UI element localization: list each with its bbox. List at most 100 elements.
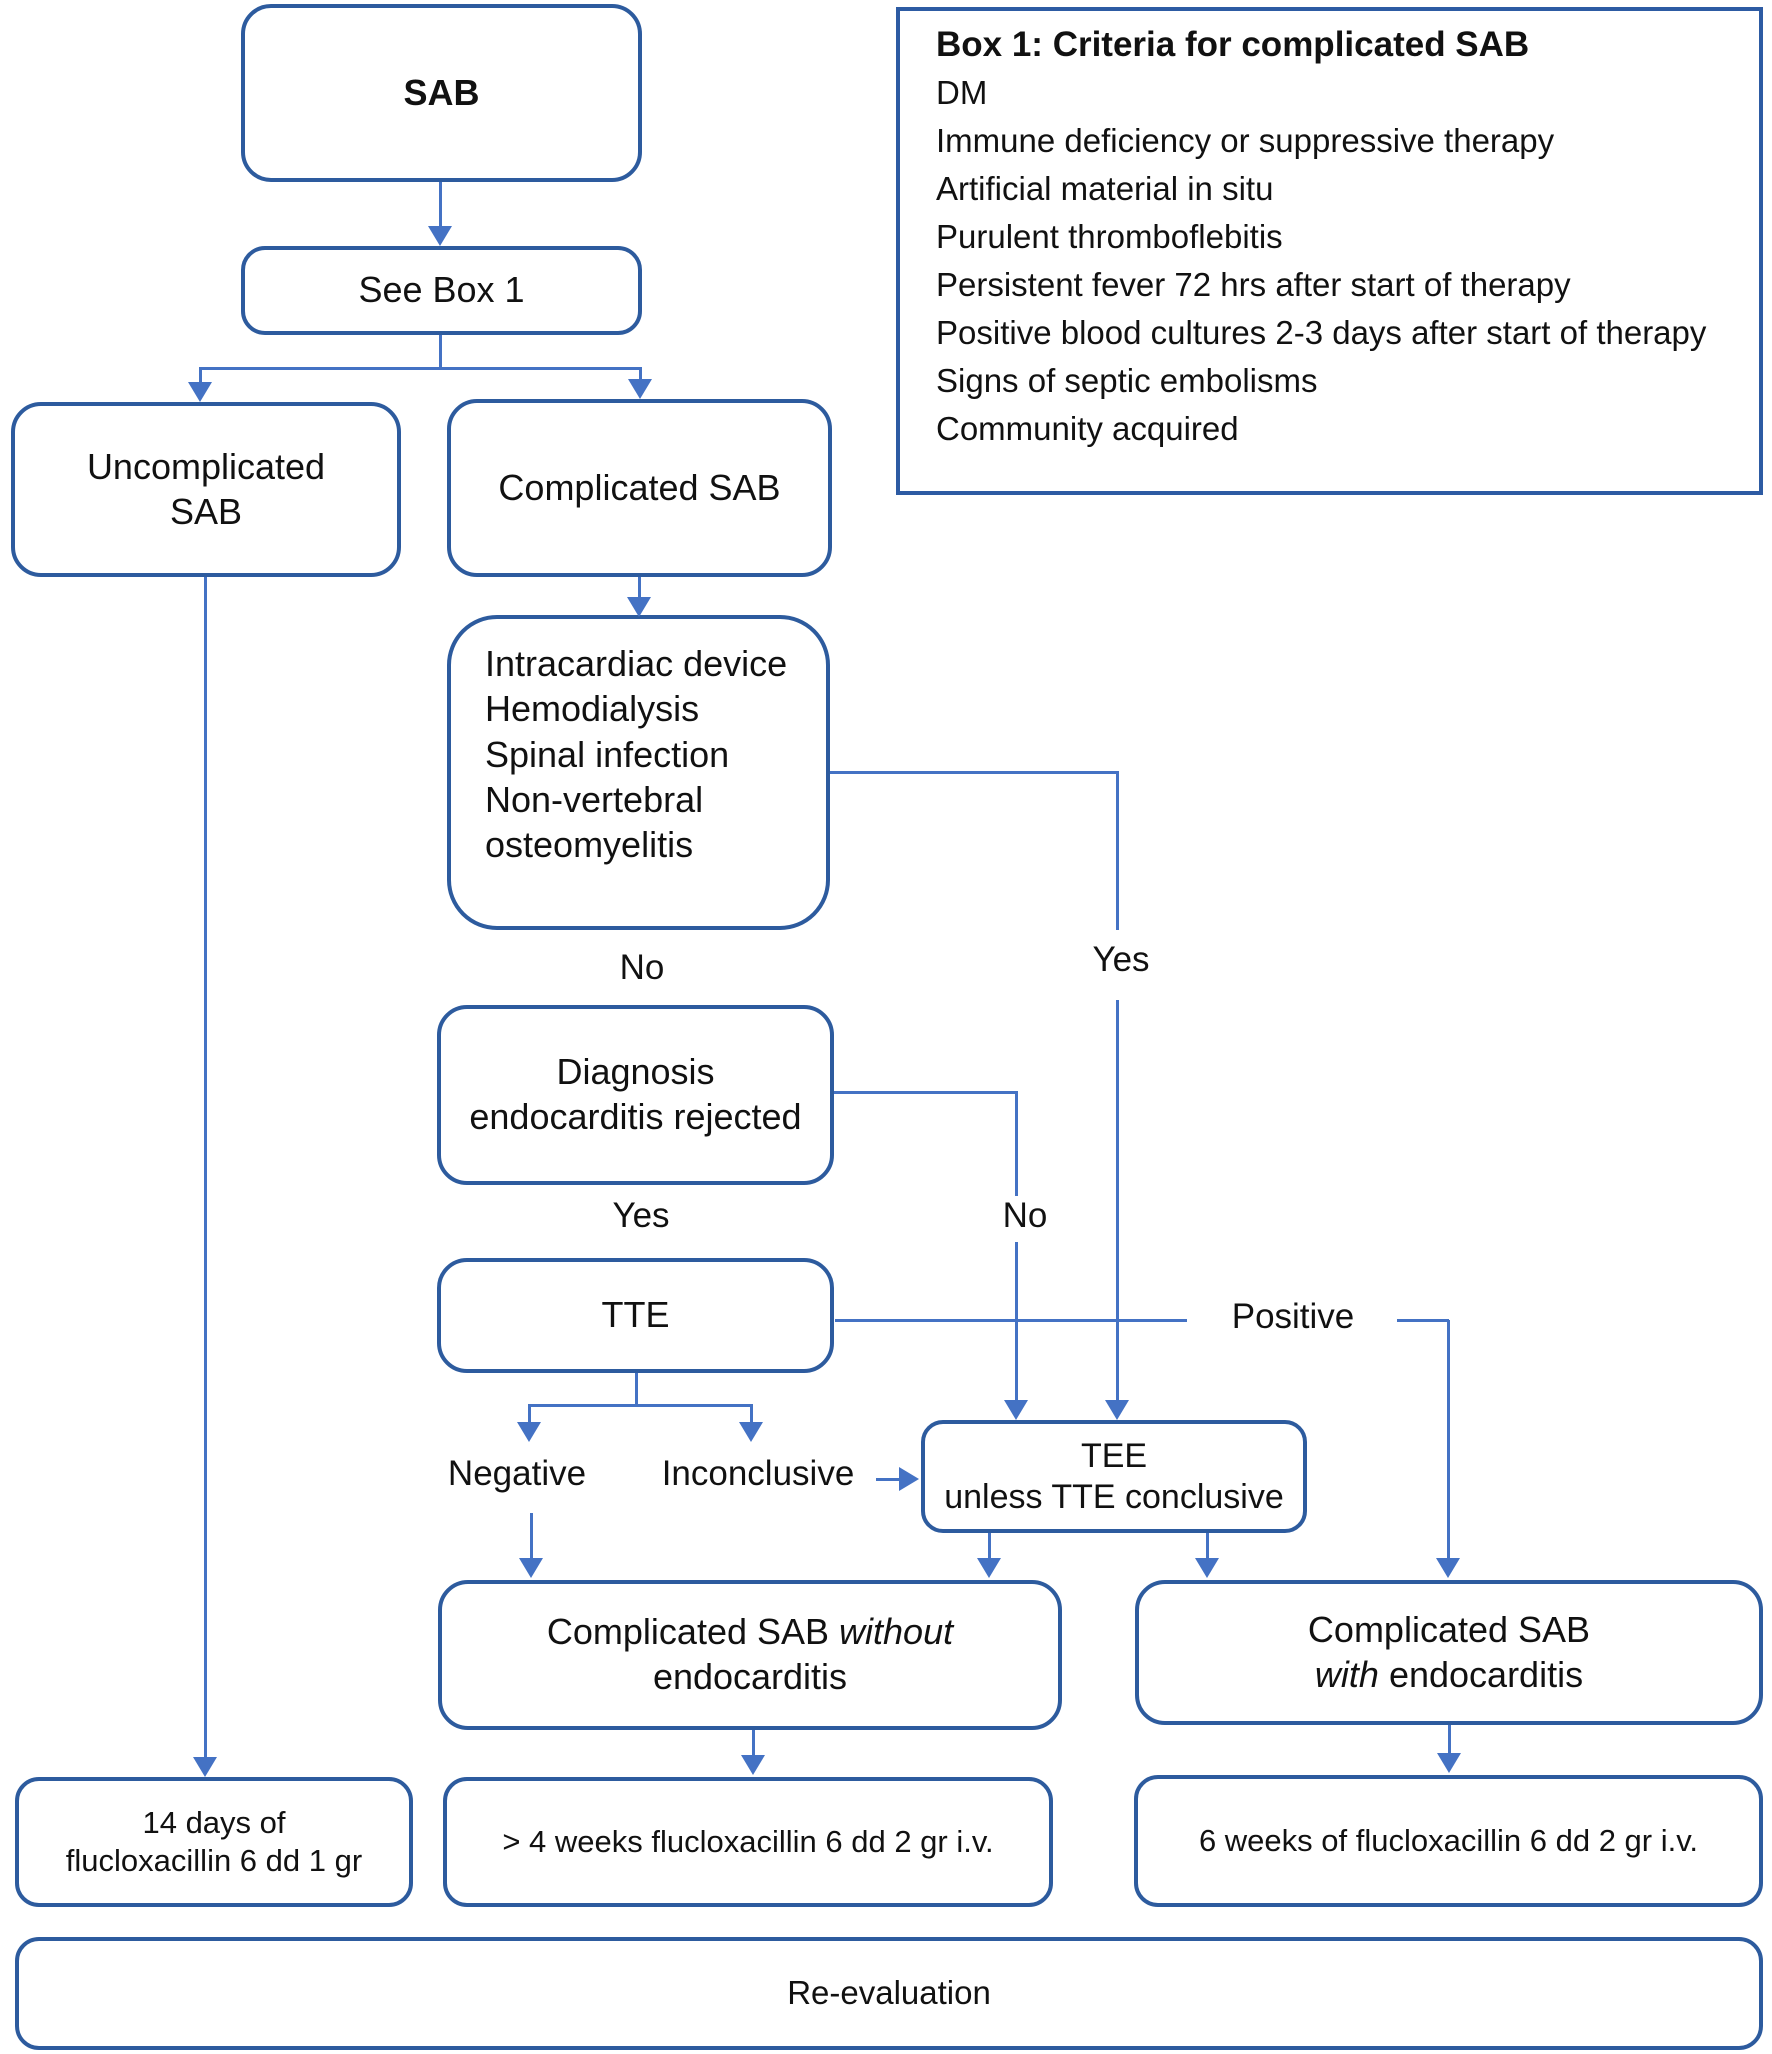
diagnosis-rejected-node: Diagnosis endocarditis rejected (437, 1005, 834, 1185)
label-no-2: No (966, 1196, 1084, 1236)
arrowhead-risk-top (627, 597, 651, 617)
diagnosis-line2: endocarditis rejected (469, 1096, 802, 1137)
arrowhead-tee-left (899, 1467, 919, 1491)
connector-complicated-risk (638, 577, 641, 597)
connector-tee-without (988, 1533, 991, 1559)
arrowhead-tee-top-left (1004, 1400, 1028, 1420)
box1-item: Positive blood cultures 2-3 days after s… (936, 314, 1707, 351)
connector-no-vertical-b (1015, 1242, 1018, 1402)
connector-split-left (199, 367, 202, 384)
treat14-line1: 14 days of (142, 1804, 286, 1840)
risk-line: Spinal infection (485, 733, 730, 775)
reevaluation-node: Re-evaluation (15, 1937, 1763, 2050)
risk-line: Hemodialysis (485, 688, 700, 730)
treatment-6-weeks-node: 6 weeks of flucloxacillin 6 dd 2 gr i.v. (1134, 1775, 1763, 1907)
uncomplicated-sab-node: Uncomplicated SAB (11, 402, 401, 577)
label-negative: Negative (413, 1454, 621, 1494)
arrowhead-with-top-left (1195, 1558, 1219, 1578)
box1-item: Signs of septic embolisms (936, 362, 1318, 399)
connector-tte-split-bar (529, 1404, 752, 1407)
sab-with-endocarditis-node: Complicated SAB with endocarditis (1135, 1580, 1763, 1725)
label-no-1: No (588, 948, 696, 988)
label-yes-2: Yes (577, 1196, 705, 1236)
with-line2-text: endocarditis (1378, 1653, 1584, 1695)
arrowhead-without-top-left (519, 1558, 543, 1578)
reevaluation-label: Re-evaluation (787, 1974, 991, 2012)
treat4w-label: > 4 weeks flucloxacillin 6 dd 2 gr i.v. (502, 1823, 994, 1859)
uncomplicated-line2: SAB (169, 490, 243, 532)
connector-seebox-stub (439, 335, 442, 369)
label-positive: Positive (1189, 1297, 1397, 1337)
arrowhead-with-top-right (1436, 1558, 1460, 1578)
arrowhead-seebox-top (428, 226, 452, 246)
arrowhead-without-top-right (977, 1558, 1001, 1578)
treat14-line2: flucloxacillin 6 dd 1 gr (65, 1843, 363, 1878)
sab-label: SAB (403, 71, 480, 113)
connector-uncomplicated-treat14 (204, 577, 207, 1757)
tee-line2: unless TTE conclusive (944, 1477, 1284, 1516)
box1-panel: Box 1: Criteria for complicated SAB DM I… (896, 7, 1763, 495)
label-yes-1: Yes (1057, 940, 1185, 980)
diagnosis-line1: Diagnosis (556, 1051, 715, 1093)
box1-item: DM (936, 74, 988, 111)
connector-tte-stub (635, 1373, 638, 1406)
connector-with-treat6w (1448, 1725, 1451, 1753)
with-line2: with endocarditis (1315, 1653, 1583, 1698)
box1-item: Community acquired (936, 410, 1239, 447)
arrowhead-uncomplicated-top (188, 382, 212, 402)
connector-without-treat4w (752, 1730, 755, 1755)
see-box1-label: See Box 1 (358, 269, 525, 311)
risk-line: Intracardiac device (485, 643, 788, 684)
with-line1: Complicated SAB (1307, 1608, 1591, 1650)
complicated-label: Complicated SAB (498, 466, 781, 508)
sab-node: SAB (241, 4, 642, 182)
with-italic: with (1314, 1653, 1379, 1695)
see-box1-node: See Box 1 (241, 246, 642, 335)
risk-line: osteomyelitis (485, 824, 694, 866)
box1-item: Persistent fever 72 hrs after start of t… (936, 266, 1571, 303)
treatment-4-weeks-node: > 4 weeks flucloxacillin 6 dd 2 gr i.v. (443, 1777, 1053, 1907)
connector-negative-without (530, 1513, 533, 1559)
connector-split-bar (200, 367, 642, 370)
connector-yes-horizontal (830, 771, 1119, 774)
box1-title: Box 1: Criteria for complicated SAB (936, 25, 1530, 64)
connector-sab-seebox (439, 182, 442, 228)
without-line2: endocarditis (652, 1656, 848, 1697)
arrowhead-treat4w-top (741, 1755, 765, 1775)
arrowhead-complicated-top (628, 379, 652, 399)
connector-tte-split-left (528, 1404, 531, 1423)
connector-no-horizontal (834, 1091, 1018, 1094)
connector-positive-vertical (1447, 1320, 1450, 1558)
connector-positive-horizontal-a (835, 1319, 1187, 1322)
treatment-14-days-node: 14 days of flucloxacillin 6 dd 1 gr (15, 1777, 413, 1907)
treat6w-label: 6 weeks of flucloxacillin 6 dd 2 gr i.v. (1198, 1822, 1699, 1858)
arrowhead-negative (517, 1422, 541, 1442)
connector-tee-with (1206, 1533, 1209, 1559)
tte-label: TTE (601, 1294, 670, 1336)
tte-node: TTE (437, 1258, 834, 1373)
connector-inconclusive-tee (876, 1478, 901, 1481)
box1-item: Purulent thromboflebitis (936, 218, 1283, 255)
uncomplicated-line1: Uncomplicated (86, 445, 326, 487)
arrowhead-tee-top-right (1105, 1400, 1129, 1420)
connector-positive-horizontal-b (1392, 1319, 1449, 1322)
arrowhead-treat14-top (193, 1757, 217, 1777)
complicated-sab-node: Complicated SAB (447, 399, 832, 577)
arrowhead-inconclusive (739, 1422, 763, 1442)
box1-item: Immune deficiency or suppressive therapy (936, 122, 1555, 159)
risk-factors-node: Intracardiac device Hemodialysis Spinal … (447, 615, 830, 930)
connector-yes-vertical-a (1116, 772, 1119, 930)
connector-split-right (639, 367, 642, 381)
connector-tte-split-right (750, 1404, 753, 1423)
arrowhead-treat6w-top (1437, 1753, 1461, 1773)
connector-yes-vertical-b (1116, 1000, 1119, 1402)
box1-item: Artificial material in situ (936, 170, 1274, 207)
tee-node: TEE unless TTE conclusive (921, 1420, 1307, 1533)
without-italic: without (839, 1611, 954, 1653)
tee-line1: TEE (1080, 1436, 1148, 1475)
without-line1-text: Complicated SAB (546, 1611, 840, 1653)
connector-no-vertical-a (1015, 1092, 1018, 1196)
risk-line: Non-vertebral (485, 779, 704, 821)
label-inconclusive: Inconclusive (644, 1454, 872, 1494)
